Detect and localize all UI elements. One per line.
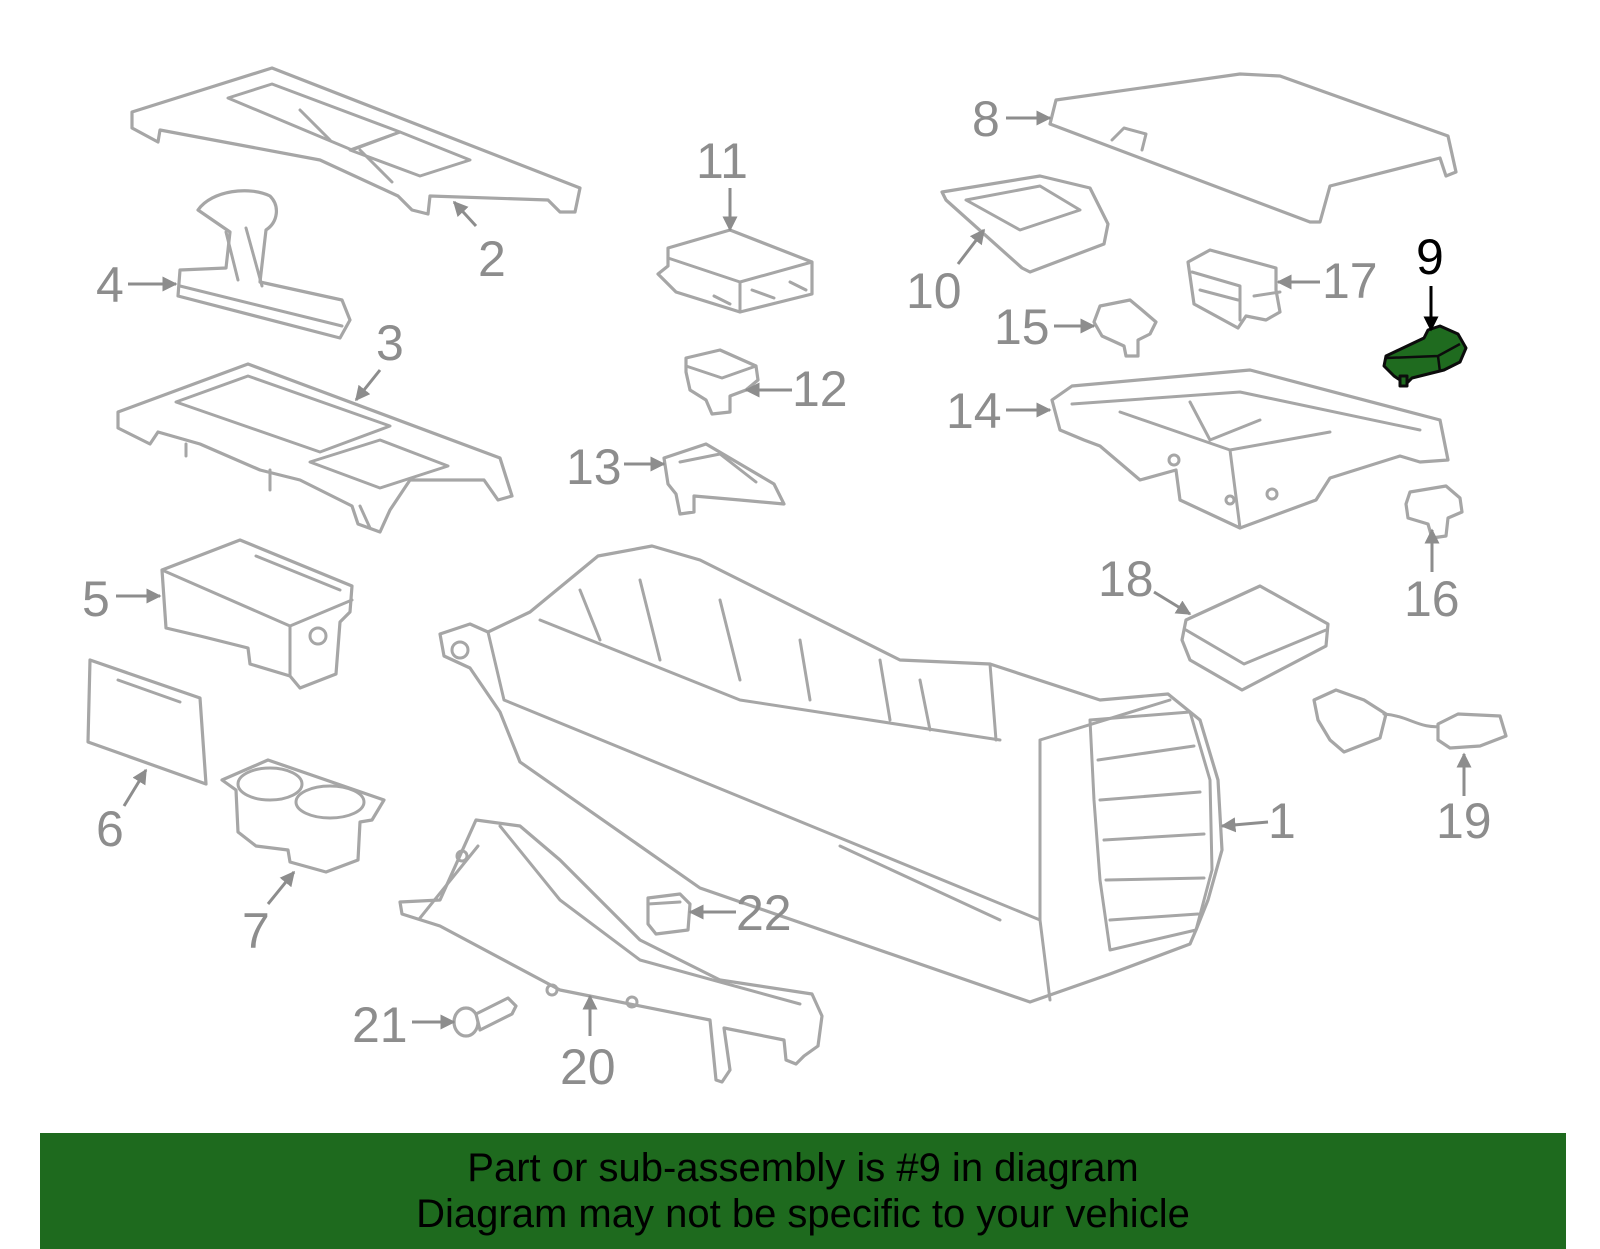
callout-21: 21 [352, 997, 408, 1053]
callout-5: 5 [82, 571, 110, 627]
part-6-panel[interactable] [86, 658, 208, 786]
part-19-harness[interactable] [1312, 688, 1508, 754]
part-2-trim-plate[interactable] [130, 66, 582, 216]
callout-16: 16 [1404, 571, 1460, 627]
part-13-bracket[interactable] [662, 442, 786, 516]
callout-13: 13 [566, 439, 622, 495]
part-9-highlighted[interactable] [1382, 324, 1468, 388]
banner-line-disclaimer: Diagram may not be specific to your vehi… [416, 1192, 1190, 1236]
callout-6: 6 [96, 801, 124, 857]
part-10-tray[interactable] [940, 174, 1110, 274]
callout-9: 9 [1416, 229, 1444, 285]
leader-lines [116, 110, 1472, 1036]
part-14-lower-frame[interactable] [1050, 368, 1450, 530]
part-17-switch[interactable] [1186, 248, 1282, 330]
callout-2: 2 [478, 231, 506, 287]
banner-line-part-info: Part or sub-assembly is #9 in diagram [467, 1146, 1139, 1190]
callout-20: 20 [560, 1039, 616, 1095]
callout-labels: 1 2 3 4 5 6 7 8 9 10 11 12 13 14 15 16 1… [82, 91, 1492, 1095]
callout-17: 17 [1322, 253, 1378, 309]
callout-14: 14 [946, 383, 1002, 439]
callout-19: 19 [1436, 793, 1492, 849]
callout-8: 8 [972, 91, 1000, 147]
part-21-bolt[interactable] [452, 996, 518, 1038]
part-3-upper-frame[interactable] [116, 362, 514, 534]
part-15-clip[interactable] [1092, 298, 1158, 358]
exploded-parts-diagram: 1 2 3 4 5 6 7 8 9 10 11 12 13 14 15 16 1… [82, 66, 1508, 1095]
callout-15: 15 [994, 299, 1050, 355]
part-16-clip[interactable] [1404, 484, 1464, 540]
part-4-shift-boot[interactable] [176, 189, 352, 340]
callout-18: 18 [1098, 551, 1154, 607]
callout-1: 1 [1268, 793, 1296, 849]
part-22-clip[interactable] [646, 892, 692, 936]
part-7-cup-holder[interactable] [220, 758, 386, 874]
part-1-console-body[interactable] [438, 544, 1224, 1004]
callout-4: 4 [96, 257, 124, 313]
part-11-module[interactable] [656, 228, 814, 314]
callout-12: 12 [792, 361, 848, 417]
part-5-storage-bin[interactable] [160, 538, 354, 690]
callout-22: 22 [736, 885, 792, 941]
callout-7: 7 [242, 903, 270, 959]
callout-3: 3 [376, 315, 404, 371]
callout-11: 11 [696, 133, 748, 189]
part-8-armrest-lid[interactable] [1048, 72, 1458, 224]
part-18-module[interactable] [1180, 584, 1330, 692]
callout-10: 10 [906, 263, 962, 319]
part-12-clip[interactable] [684, 348, 760, 416]
part-20-lower-trim[interactable] [398, 818, 824, 1084]
info-banner: Part or sub-assembly is #9 in diagram Di… [40, 1133, 1566, 1249]
